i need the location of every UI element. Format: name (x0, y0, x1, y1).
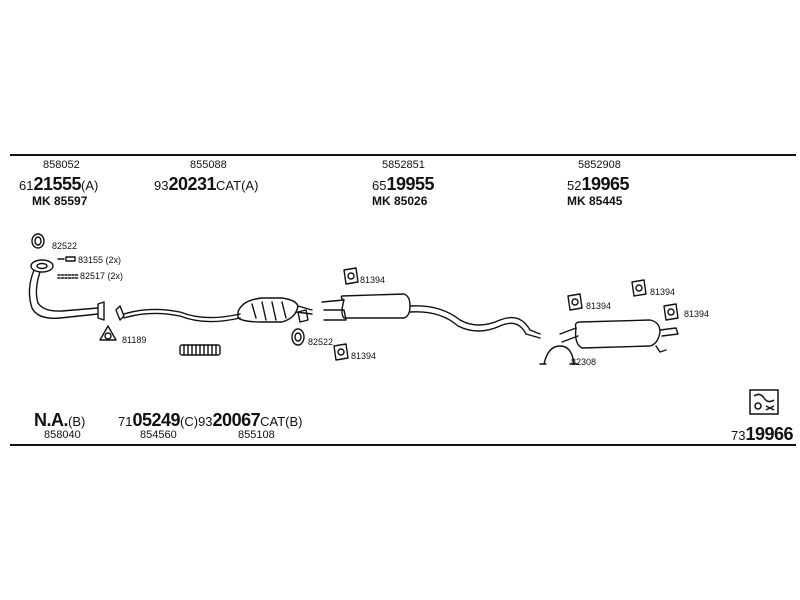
right-part-number[interactable]: 7319966 (731, 424, 794, 444)
clamp-icon (57, 274, 79, 279)
rubber-hanger-icon (663, 303, 679, 321)
part-number[interactable]: 9320231CAT(A) (154, 174, 259, 194)
ref-number: 5852908 (578, 159, 621, 171)
rubber-hanger-icon (567, 293, 583, 311)
part-label-81189: 81189 (122, 335, 147, 345)
front-pipe-icon (28, 259, 105, 321)
clamp-icon (539, 345, 579, 365)
bottom-rule (10, 444, 796, 446)
part-number[interactable]: 6121555(A) (19, 174, 99, 194)
ref-number: 858040 (44, 429, 81, 441)
part-label-81394: 81394 (684, 309, 710, 319)
gasket-ring-icon (99, 325, 117, 341)
rubber-hanger-icon (297, 309, 309, 323)
mk-number: MK 85026 (372, 194, 428, 208)
part-label-81394: 81394 (586, 301, 612, 311)
top-rule (10, 154, 796, 156)
part-label-83155: 83155 (2x) (78, 255, 122, 265)
mk-number: MK 85597 (32, 194, 88, 208)
mk-number: MK 85445 (567, 194, 623, 208)
part-number-b1[interactable]: 7105249(C)9320067CAT(B) (118, 410, 303, 430)
gasket-ring-icon (291, 328, 305, 346)
rubber-hanger-icon (343, 267, 359, 285)
part-label-82308: 82308 (571, 357, 597, 367)
rubber-hanger-icon (333, 343, 349, 361)
ref-number: 858052 (43, 159, 80, 171)
bolt-icon (57, 256, 76, 262)
silencer-icon (559, 319, 679, 353)
silencer-icon (321, 293, 541, 339)
gasket-ring-icon (31, 233, 45, 249)
na-part-number[interactable]: N.A.(B) (34, 410, 86, 430)
ref-number: 855088 (190, 159, 227, 171)
part-label-82517: 82517 (2x) (80, 271, 124, 281)
legend-icon (749, 389, 779, 415)
part-number[interactable]: 5219965 (567, 174, 630, 194)
catalytic-converter-icon (115, 297, 313, 323)
part-label-81394: 81394 (351, 351, 377, 361)
part-label-81394: 81394 (650, 287, 676, 297)
part-label-82522: 82522 (308, 337, 334, 347)
ref-number: 5852851 (382, 159, 425, 171)
part-label-81394: 81394 (360, 275, 386, 285)
part-label-82522: 82522 (52, 241, 78, 251)
part-number[interactable]: 6519955 (372, 174, 435, 194)
ref-number: 854560 (140, 429, 177, 441)
rubber-hanger-icon (631, 279, 647, 297)
ref-number: 855108 (238, 429, 275, 441)
flex-pipe-icon (179, 344, 221, 356)
